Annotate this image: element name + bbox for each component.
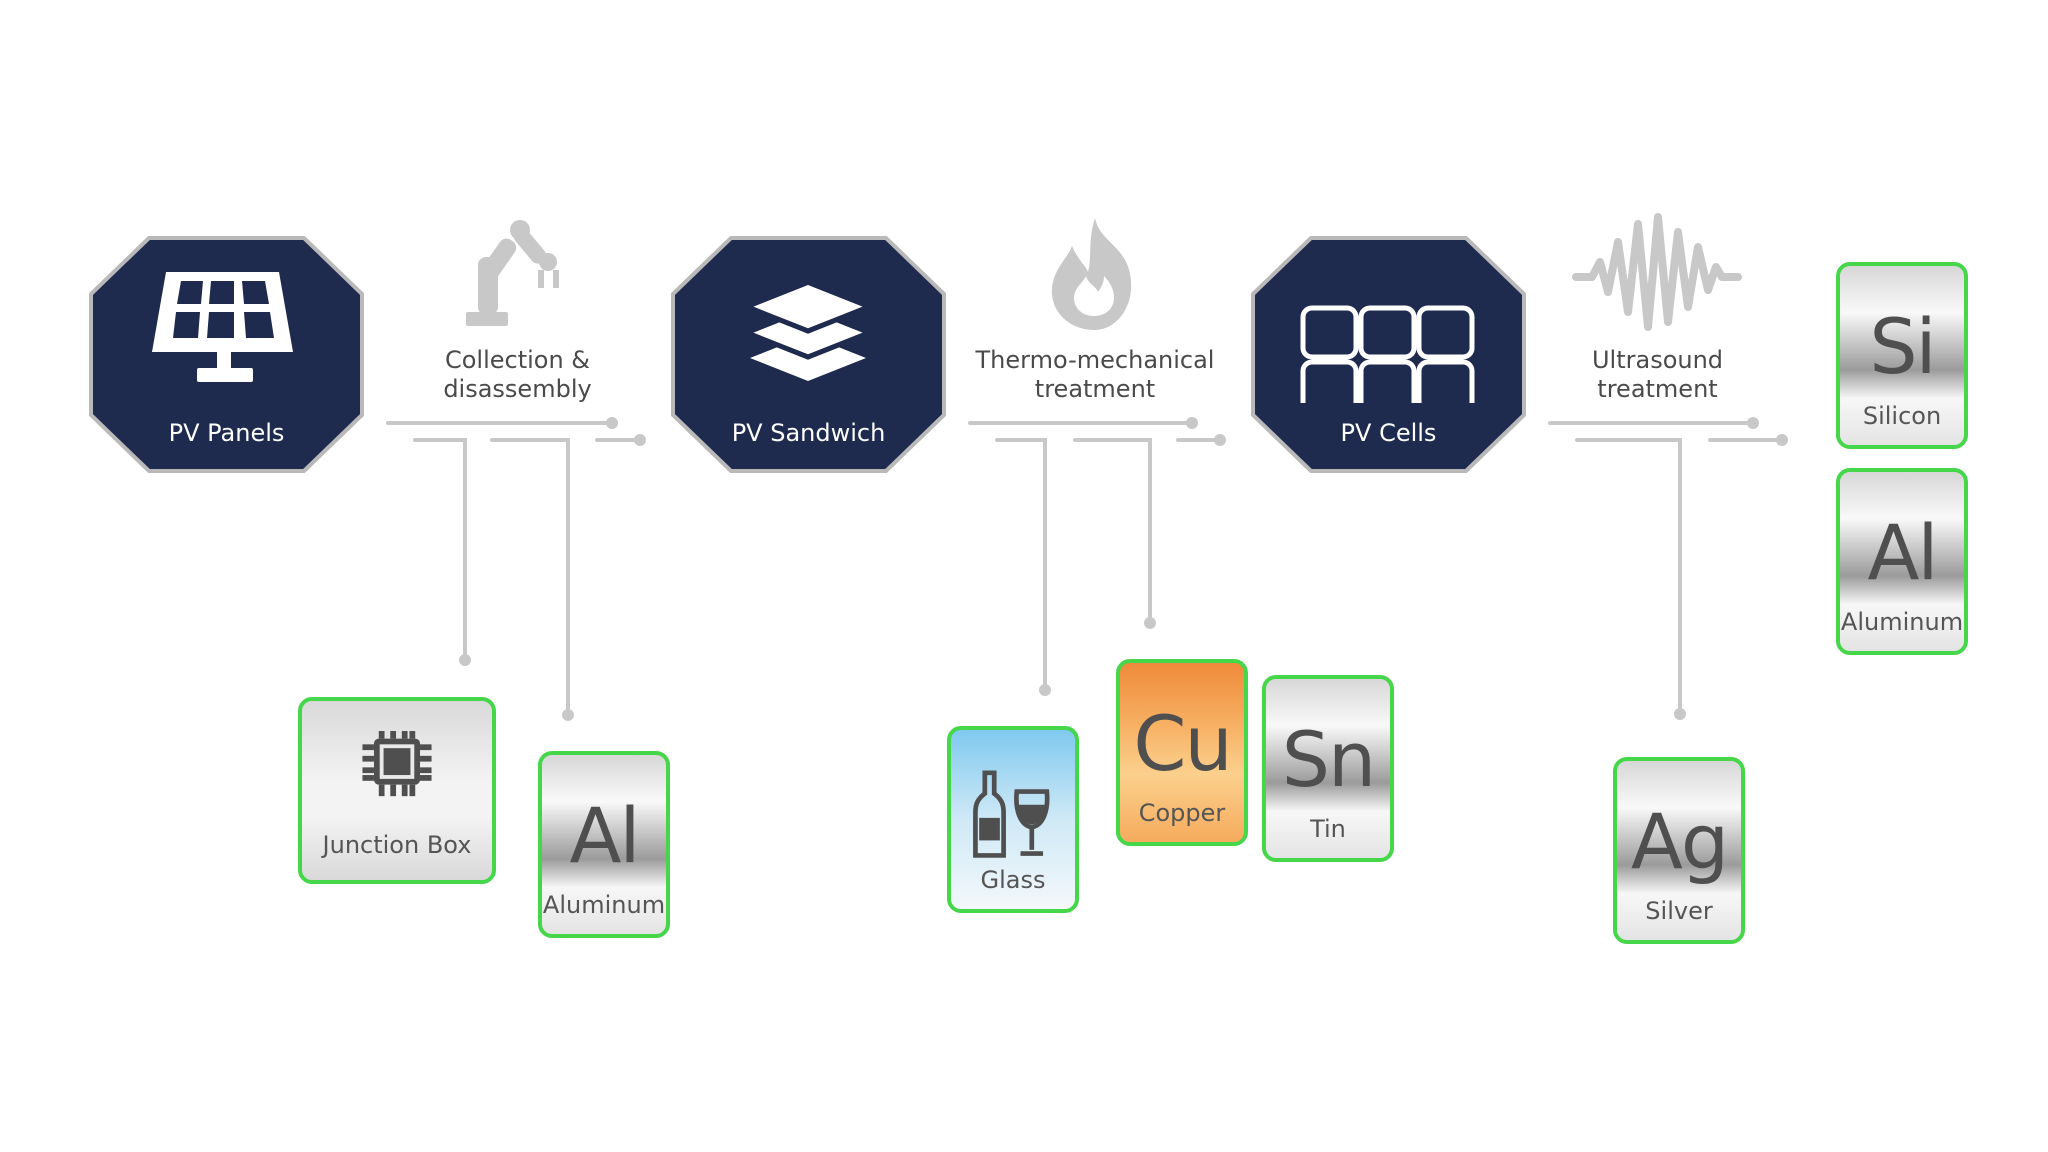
output-aluminum-1: Al Aluminum [538, 751, 670, 938]
element-name: Aluminum [1840, 608, 1964, 636]
connector-dot [1214, 434, 1226, 446]
solar-panel-icon [152, 272, 293, 382]
connector-dot [1144, 617, 1156, 629]
connector-copper [1073, 438, 1152, 625]
element-name: Tin [1310, 815, 1346, 843]
element-name: Copper [1138, 799, 1226, 827]
output-label: Glass [980, 866, 1046, 894]
process-ultrasound: Ultrasound treatment [1570, 212, 1745, 412]
element-symbol: Al [569, 791, 640, 880]
flame-icon [1051, 218, 1132, 330]
stage-label: PV Cells [1340, 419, 1437, 447]
sound-wave-icon [1572, 213, 1742, 331]
element-symbol: Si [1869, 302, 1936, 391]
process-label: Collection & disassembly [443, 346, 592, 403]
output-copper: Cu Copper [1116, 659, 1248, 846]
element-symbol: Cu [1133, 699, 1232, 788]
element-name: Silicon [1862, 402, 1942, 430]
element-symbol: Al [1867, 508, 1938, 597]
robot-arm-icon [466, 220, 559, 326]
stage-pv-sandwich: PV Sandwich [671, 236, 946, 473]
element-name: Aluminum [542, 891, 666, 919]
stage-label: PV Sandwich [731, 419, 886, 447]
bottle-glass-icon [973, 770, 1050, 858]
output-tin: Sn Tin [1262, 675, 1394, 862]
output-aluminum-2: Al Aluminum [1836, 468, 1968, 655]
process-collection-disassembly: Collection & disassembly [430, 212, 605, 412]
connector-junction-box [413, 438, 467, 662]
process-label: Ultrasound treatment [1591, 346, 1724, 403]
stage-pv-cells: PV Cells [1251, 236, 1526, 473]
connector-dot [459, 654, 471, 666]
output-silver: Ag Silver [1613, 757, 1745, 944]
process-thermo-mechanical: Thermo-mechanical treatment [970, 212, 1220, 412]
stage-label: PV Panels [168, 419, 285, 447]
connector-dot [634, 434, 646, 446]
layers-icon [749, 285, 867, 381]
element-symbol: Ag [1630, 797, 1729, 886]
connector-dot [1776, 434, 1788, 446]
connector-dot [1039, 684, 1051, 696]
chip-icon [362, 731, 432, 797]
output-glass: Glass [947, 726, 1079, 913]
connector-dot [1674, 708, 1686, 720]
output-label: Junction Box [322, 831, 472, 859]
connector-dot [606, 417, 618, 429]
cells-grid-icon [1300, 305, 1475, 403]
connector-aluminum-1 [490, 438, 570, 717]
connector-dot [562, 709, 574, 721]
output-junction-box: Junction Box [298, 697, 496, 884]
connector-glass [995, 438, 1047, 692]
process-label: Thermo-mechanical treatment [975, 346, 1215, 403]
stage-pv-panels: PV Panels [89, 236, 364, 473]
connector-silver [1575, 438, 1682, 716]
element-symbol: Sn [1281, 715, 1376, 804]
connector-dot [1186, 417, 1198, 429]
element-name: Silver [1645, 897, 1713, 925]
output-silicon: Si Silicon [1836, 262, 1968, 449]
connector-dot [1747, 417, 1759, 429]
